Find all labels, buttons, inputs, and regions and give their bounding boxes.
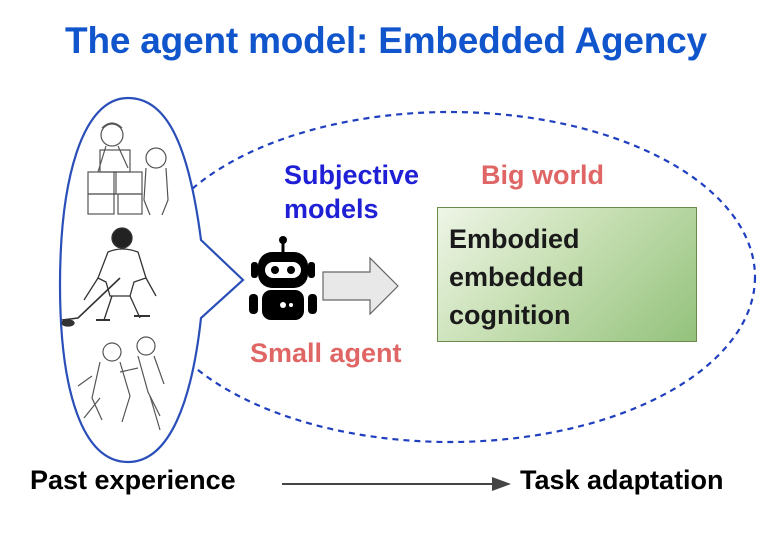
embodied-cognition-box: Embodied embedded cognition [437,207,697,342]
small-agent-label: Small agent [250,338,402,368]
past-experience-label: Past experience [30,465,236,495]
timeline-arrow-head [492,477,511,491]
box-line-3: cognition [449,300,571,330]
world-ellipse [143,110,757,444]
big-world-label: Big world [481,160,604,190]
subjective-models-label: Subjective models [284,158,419,226]
robot-icon [249,236,317,320]
experience-bubble [58,96,245,464]
box-line-1: Embodied [449,224,580,254]
box-line-2: embedded [449,262,585,292]
subjective-line-1: Subjective [284,160,420,190]
fighters-sketch [77,336,165,431]
arrow-icon [322,256,399,316]
page-title: The agent model: Embedded Agency [65,20,707,61]
task-adaptation-label: Task adaptation [520,465,724,495]
hockey-player-sketch [61,227,157,327]
subjective-line-2: models [284,194,379,224]
movers-sketch [87,122,169,216]
